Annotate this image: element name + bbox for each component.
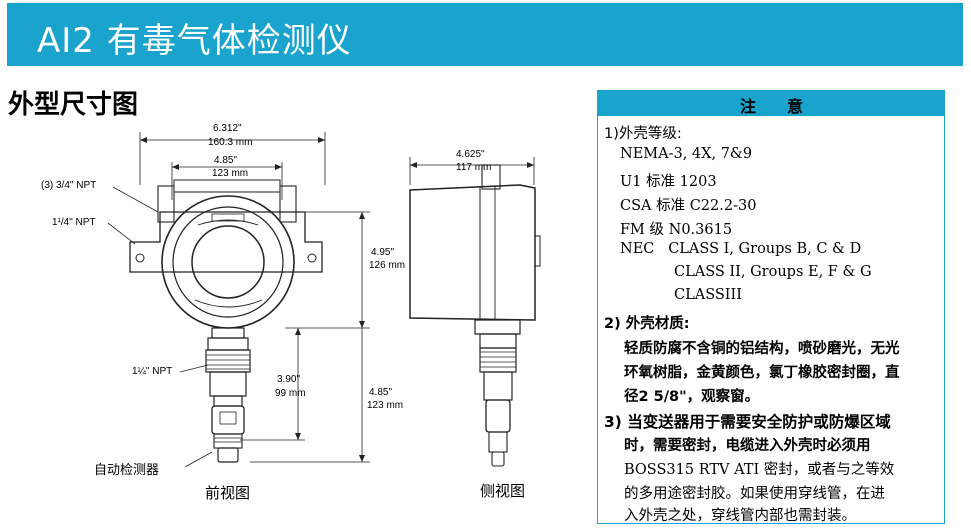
note-1-line: NEMA-3, 4X, 7&9 xyxy=(620,146,753,162)
note-3-line: BOSS315 RTV ATI 密封，或者与之等效 xyxy=(624,462,895,478)
note-2-line: 径2 5/8"，观察窗。 xyxy=(624,389,760,405)
side-view-caption: 侧视图 xyxy=(480,482,526,500)
dim-h2-mm: 99 mm xyxy=(275,388,306,399)
note-1-line: NEC CLASS I, Groups B, C & D xyxy=(620,241,862,257)
note-1-line: FM 级 N0.3615 xyxy=(620,222,733,238)
dim-h3-in: 4.85" xyxy=(369,387,393,398)
viewing-window xyxy=(191,225,265,299)
sensor-body xyxy=(211,405,245,435)
npt-114-label: 1¹/4" NPT xyxy=(52,217,96,228)
dimension-drawing xyxy=(107,132,541,468)
note-3-line: 的多用途密封胶。如果使用穿线管，在进 xyxy=(624,486,885,502)
note-2-line: 轻质防腐不含铜的铝结构，喷砂磨光，无光 xyxy=(624,341,900,357)
housing-outer xyxy=(161,195,295,329)
dim-inner-in: 4.85" xyxy=(214,155,238,166)
side-dim-in: 4.625" xyxy=(456,149,485,160)
dim-h3-mm: 123 mm xyxy=(367,400,404,411)
note-3-line: 3) 当变送器用于需要安全防护或防爆区域 xyxy=(604,413,891,431)
note-2-line: 环氧树脂，金黄颜色，氯丁橡胶密封圈，直 xyxy=(624,365,900,381)
note-1-line: U1 标准 1203 xyxy=(620,174,717,190)
title-banner: AI2 有毒气体检测仪 xyxy=(7,3,963,66)
notes-header-right: 意 xyxy=(787,97,804,116)
dim-inner-mm: 123 mm xyxy=(212,168,249,179)
side-housing xyxy=(409,184,536,321)
note-2-title: 2) 外壳材质: xyxy=(604,316,690,332)
section-title: 外型尺寸图 xyxy=(8,90,139,120)
note-3-line: 入外壳之处，穿线管内部也需封装。 xyxy=(624,508,856,524)
note-1-line: CLASSIII xyxy=(674,287,742,303)
npt-34-label: (3) 3/4" NPT xyxy=(41,180,97,191)
notes-header-left: 注 xyxy=(740,97,757,116)
dim-width-mm: 160.3 mm xyxy=(208,137,253,148)
dim-h1-mm: 126 mm xyxy=(369,260,406,271)
notes-header: 注 意 xyxy=(598,91,944,116)
dim-h2-in: 3.90" xyxy=(277,374,301,385)
page-title: AI2 有毒气体检测仪 xyxy=(37,21,352,61)
front-view-caption: 前视图 xyxy=(205,484,251,502)
side-dim-mm: 117 mm xyxy=(456,162,492,173)
note-1-title: 1)外壳等级: xyxy=(604,126,682,142)
notes-panel: 注 意 1)外壳等级: NEMA-3, 4X, 7&9 U1 标准 1203 C… xyxy=(597,90,945,524)
npt-114-b-label: 1¼" NPT xyxy=(132,366,173,377)
note-1-line: CSA 标准 C22.2-30 xyxy=(620,198,757,214)
note-1-line: CLASS II, Groups E, F & G xyxy=(674,264,872,280)
sensor-label: 自动检测器 xyxy=(94,463,160,478)
dim-h1-in: 4.95" xyxy=(371,247,395,258)
note-3-line: 时，需要密封，电缆进入外壳时必须用 xyxy=(624,438,871,454)
dim-width-in: 6.312" xyxy=(213,123,242,134)
